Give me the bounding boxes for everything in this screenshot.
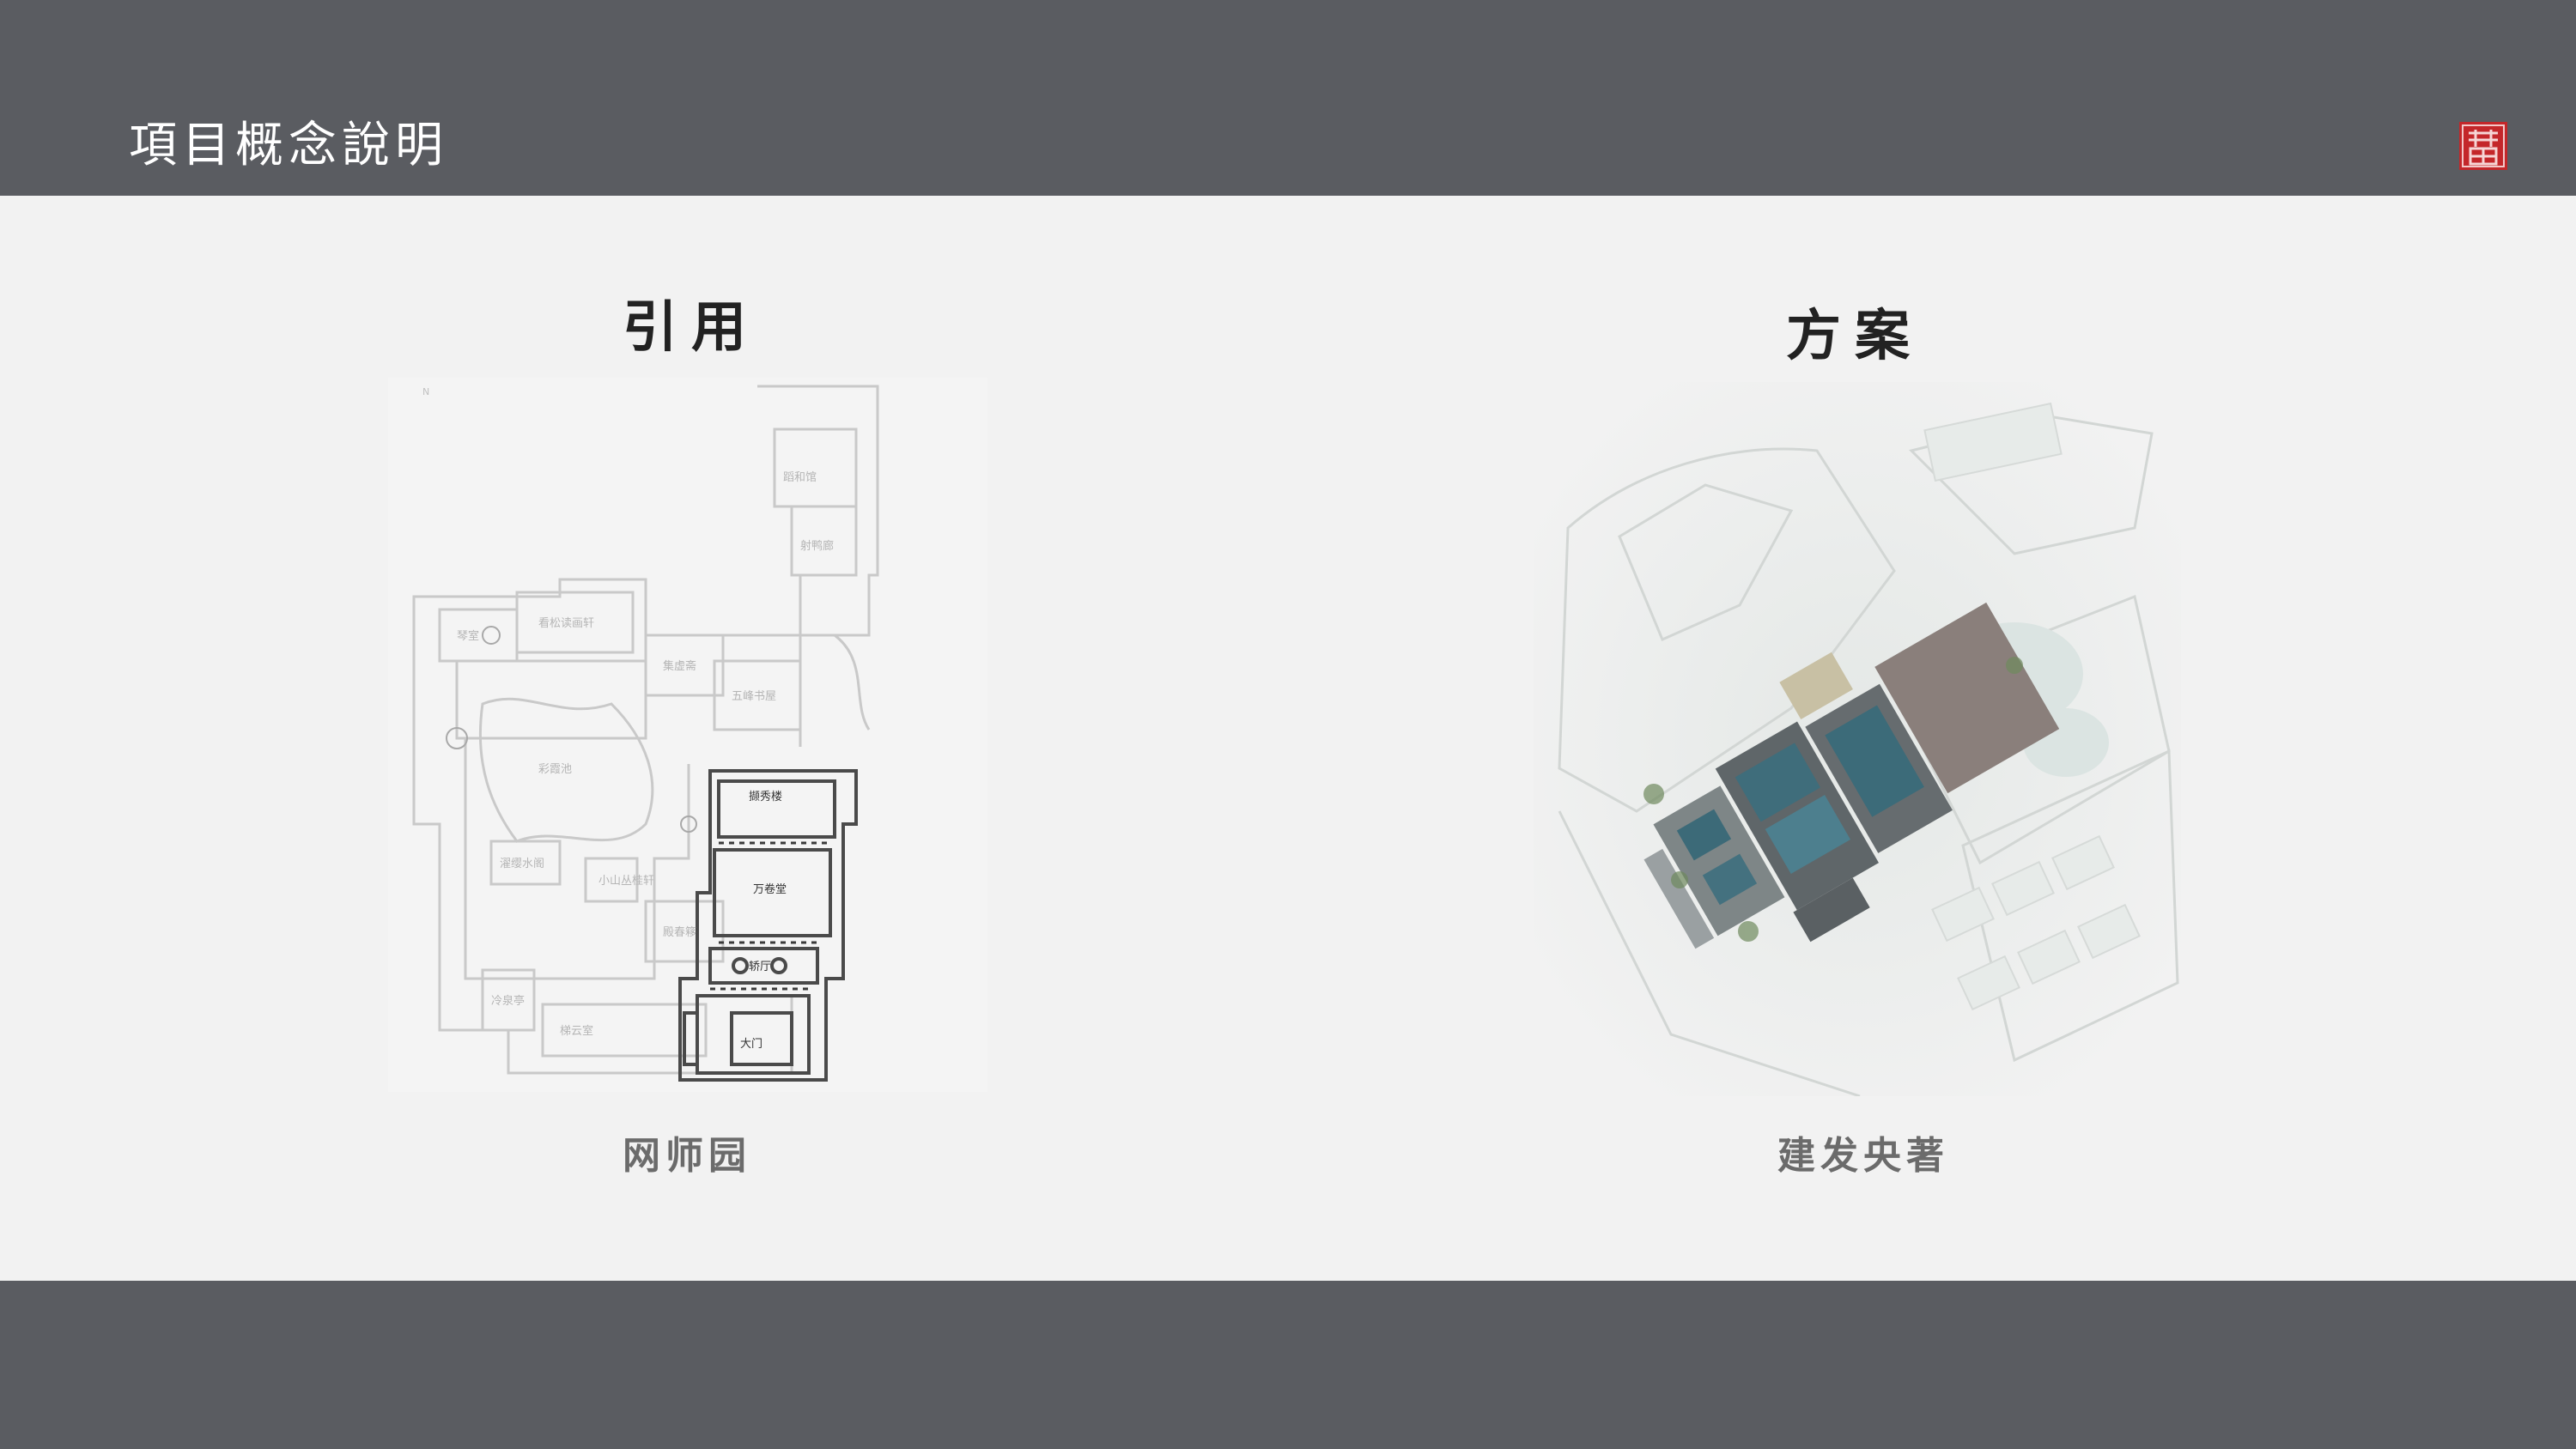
plan-room-label: 万卷堂 [753,882,787,896]
footer-bar [0,1281,2576,1449]
plan-room-label: 琴室 [457,629,479,643]
svg-text:N: N [422,386,429,397]
right-site-plan [1534,382,2181,1096]
page-title: 項目概念說明 [129,118,448,173]
plan-room-label: 冷泉亭 [491,994,525,1008]
plan-room-label: 轿厅 [749,961,771,973]
plan-room-label: 集虚斋 [663,659,696,673]
plan-room-label: 看松读画轩 [538,616,594,630]
seal-stamp-icon [2459,122,2507,170]
plan-room-label: 彩霞池 [538,763,572,776]
plan-room-label: 撷秀楼 [749,791,782,803]
plan-room-label: 殿春簃 [663,925,696,939]
plan-room-label: 五峰书屋 [732,690,776,703]
left-caption: 网师园 [623,1134,751,1178]
plan-room-label: 梯云室 [560,1024,593,1038]
right-heading: 方案 [1786,304,1923,368]
plan-room-label: 小山丛桂轩 [598,875,654,888]
plan-room-label: 蹈和馆 [783,471,817,484]
left-heading: 引用 [623,295,760,360]
right-caption: 建发央著 [1777,1134,1949,1178]
plan-room-label: 大门 [740,1038,762,1051]
plan-room-label: 射鸭廊 [800,539,834,553]
header-bar: 項目概念說明 [0,0,2576,196]
plan-room-label: 濯缨水阁 [500,858,544,870]
